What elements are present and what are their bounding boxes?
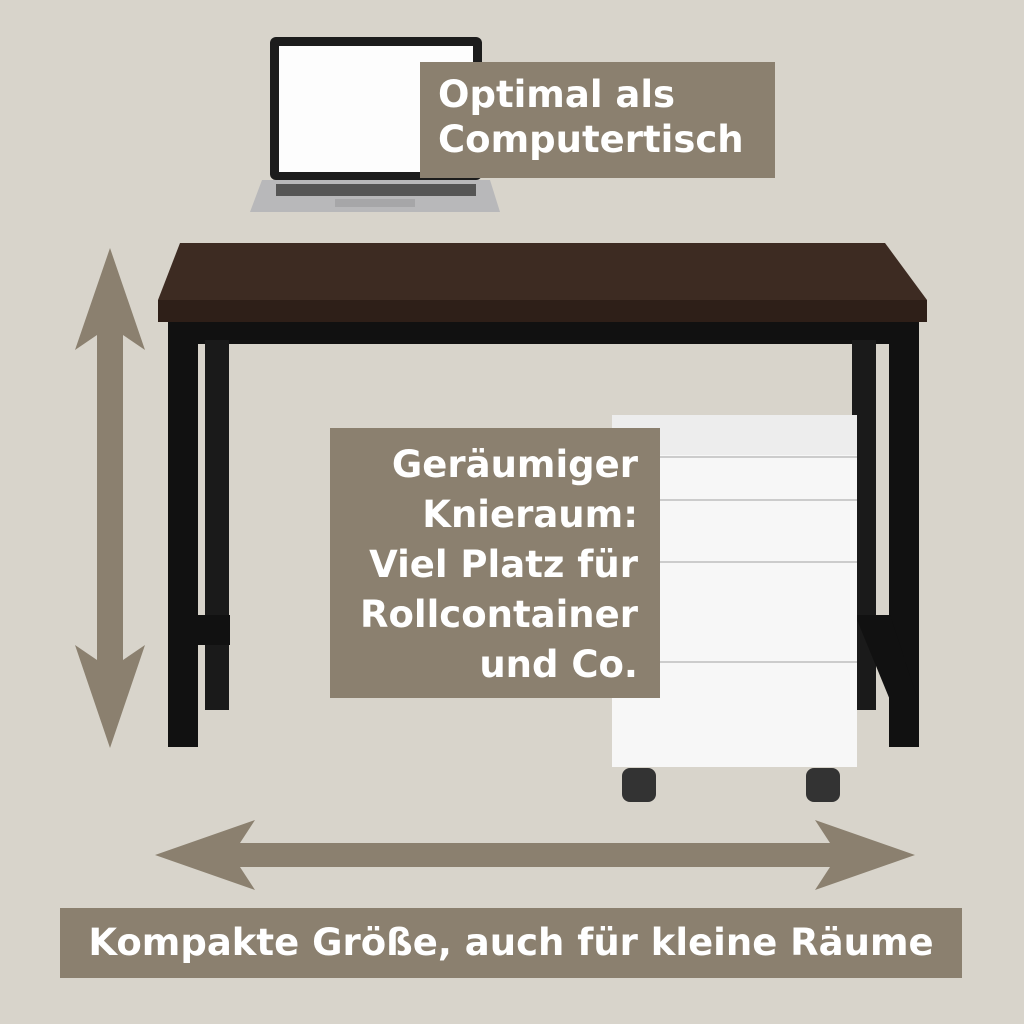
height-arrow bbox=[75, 248, 145, 748]
label-line: Knieraum: bbox=[422, 493, 638, 536]
label-line: Optimal als bbox=[438, 73, 676, 116]
computer-desk-label: Optimal als Computertisch bbox=[420, 62, 775, 178]
width-arrow bbox=[155, 820, 915, 890]
compact-size-label: Kompakte Größe, auch für kleine Räume bbox=[60, 908, 962, 978]
label-line: Geräumiger bbox=[391, 443, 638, 486]
label-line: und Co. bbox=[479, 643, 638, 686]
desk-image bbox=[158, 243, 927, 747]
knee-room-label: Geräumiger Knieraum: Viel Platz für Roll… bbox=[330, 428, 660, 698]
label-line: Computertisch bbox=[438, 118, 744, 161]
label-line: Rollcontainer bbox=[360, 593, 638, 636]
label-line: Viel Platz für bbox=[369, 543, 638, 586]
